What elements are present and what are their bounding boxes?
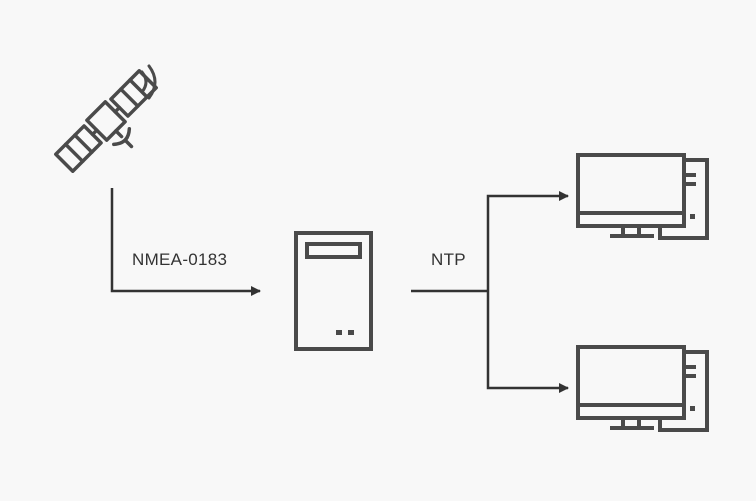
nmea-link-label: NMEA-0183 bbox=[132, 250, 228, 269]
client-computer-icon bbox=[576, 345, 709, 432]
client-computer-icon bbox=[576, 153, 709, 240]
ntp-link bbox=[411, 191, 569, 393]
server-icon bbox=[294, 231, 373, 351]
satellite-icon bbox=[54, 64, 158, 173]
nmea-link bbox=[110, 188, 261, 296]
ntp-link-label: NTP bbox=[431, 250, 466, 269]
